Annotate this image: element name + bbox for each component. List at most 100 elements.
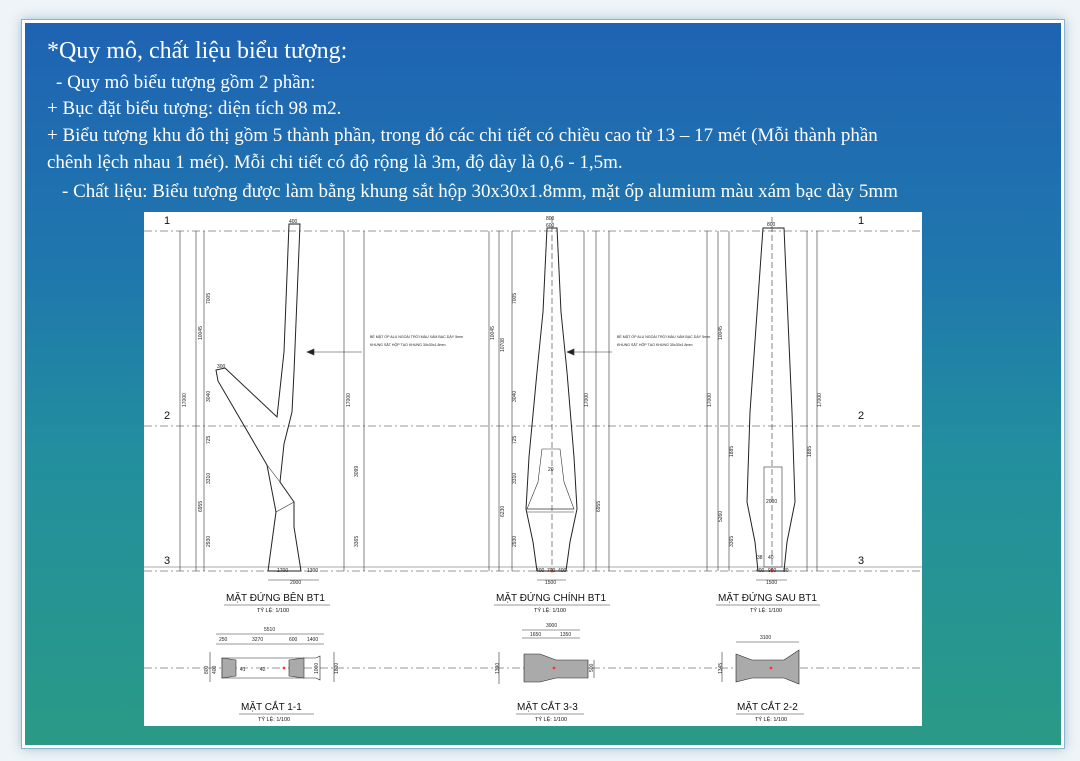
dim-side-h1: 10045 bbox=[198, 326, 204, 340]
dim-front-h1: 10045 bbox=[490, 326, 496, 340]
dim-back-b1: 400 bbox=[756, 568, 765, 574]
dim-back-total-right: 17000 bbox=[817, 393, 823, 407]
dim-sec1-e: 42 bbox=[260, 667, 266, 673]
dim-side-h4: 725 bbox=[206, 435, 212, 444]
back-view-elevation bbox=[706, 217, 818, 581]
dim-front-top1: 800 bbox=[546, 216, 555, 222]
view-scale-side: TỶ LỆ: 1/100 bbox=[257, 606, 289, 614]
dim-side-top: 400 bbox=[289, 219, 298, 225]
dim-front-b1: 400 bbox=[536, 568, 545, 574]
side-view-elevation bbox=[179, 223, 365, 581]
dim-front-b2: 700 bbox=[547, 568, 556, 574]
dim-back-h5: 3365 bbox=[729, 536, 735, 547]
dim-sec1-a: 250 bbox=[219, 637, 228, 643]
dim-back-h2: 1885 bbox=[729, 446, 735, 457]
dim-back-top: 800 bbox=[767, 222, 776, 228]
section-scale-3-3: TỶ LỆ: 1/100 bbox=[535, 715, 567, 723]
dim-sec3-b: 1350 bbox=[560, 632, 571, 638]
section-3-3 bbox=[498, 629, 595, 684]
dim-back-h3: 1885 bbox=[807, 446, 813, 457]
dim-sec1-f: 41 bbox=[240, 667, 246, 673]
text-line-5: - Chất liệu: Biểu tượng được làm bằng kh… bbox=[62, 181, 898, 202]
section-scale-1-1: TỶ LỆ: 1/100 bbox=[258, 715, 290, 723]
dim-front-h5: 725 bbox=[512, 435, 518, 444]
dim-sec1-g: 1000 bbox=[314, 663, 320, 674]
dim-front-bw: 1500 bbox=[545, 580, 556, 586]
dim-side-h2: 7005 bbox=[206, 293, 212, 304]
view-title-front: MẶT ĐỨNG CHÍNH BT1 bbox=[496, 591, 606, 604]
dim-back-b2: 900 bbox=[768, 568, 777, 574]
view-title-back: MẶT ĐỨNG SAU BT1 bbox=[718, 591, 817, 604]
level-label-right-1: 1 bbox=[858, 215, 864, 227]
dim-side-b1: 1700 bbox=[277, 568, 288, 574]
level-label-left-2: 2 bbox=[164, 410, 170, 422]
level-label-right-3: 3 bbox=[858, 555, 864, 567]
dim-front-h9: 2930 bbox=[512, 536, 518, 547]
note-alu-1: BỀ MẶT ỐP ALU NGOÀI TRỜI MÀU XÁM BẠC DÀY… bbox=[370, 334, 463, 339]
dim-back-total: 17000 bbox=[707, 393, 713, 407]
dim-back-bw: 1500 bbox=[766, 580, 777, 586]
dim-back-h4: 5260 bbox=[718, 511, 724, 522]
dim-front-b3: 400 bbox=[558, 568, 567, 574]
note-alu-2: BỀ MẶT ỐP ALU NGOÀI TRỜI MÀU XÁM BẠC DÀY… bbox=[617, 334, 710, 339]
dim-sec3-w: 3000 bbox=[546, 623, 557, 629]
dim-side-h6: 6955 bbox=[198, 501, 204, 512]
dim-sec3-a: 1650 bbox=[530, 632, 541, 638]
view-scale-back: TỶ LỆ: 1/100 bbox=[750, 606, 782, 614]
section-title-1-1: MẶT CẮT 1-1 bbox=[241, 700, 302, 713]
dim-sec1-j: 400 bbox=[212, 665, 218, 674]
section-1-1 bbox=[209, 633, 335, 682]
drawing-svg: 1 2 3 1 2 3 BỀ MẶT ỐP ALU NGOÀI TRỜI MÀU… bbox=[144, 215, 922, 723]
dim-sec1-c: 600 bbox=[289, 637, 298, 643]
dim-side-h9: 3365 bbox=[354, 536, 360, 547]
slide-title: *Quy mô, chất liệu biểu tượng: bbox=[47, 38, 348, 64]
dim-side-total: 17000 bbox=[182, 393, 188, 407]
dim-side-h5: 3310 bbox=[206, 473, 212, 484]
dim-side-b2: 1300 bbox=[307, 568, 318, 574]
dim-front-h3: 7005 bbox=[512, 293, 518, 304]
dim-sec3-d: 500 bbox=[589, 663, 595, 672]
dim-sec2-w: 3100 bbox=[760, 635, 771, 641]
dim-side-mid: 300 bbox=[217, 364, 226, 370]
view-scale-front: TỶ LỆ: 1/100 bbox=[534, 606, 566, 614]
dim-back-h1: 10045 bbox=[718, 326, 724, 340]
dim-front-h7: 6230 bbox=[500, 506, 506, 517]
level-label-left-3: 3 bbox=[164, 555, 170, 567]
dim-front-total: 17000 bbox=[584, 393, 590, 407]
dim-front-top2: 600 bbox=[546, 223, 555, 229]
section-title-3-3: MẶT CẮT 3-3 bbox=[517, 700, 578, 713]
dim-front-h4: 3040 bbox=[512, 391, 518, 402]
dim-back-b3: 30 bbox=[783, 568, 789, 574]
level-label-right-2: 2 bbox=[858, 410, 864, 422]
section-title-2-2: MẶT CẮT 2-2 bbox=[737, 700, 798, 713]
dim-sec1-w: 5510 bbox=[264, 627, 275, 633]
dim-side-bw: 2000 bbox=[290, 580, 301, 586]
note-frame-2: KHUNG SẮT HỘP TẠO KHUNG 30x30x1.8mm bbox=[617, 342, 693, 347]
dim-back-m1: 38 bbox=[757, 555, 763, 561]
dim-sec1-i: 800 bbox=[204, 665, 210, 674]
level-label-left-1: 1 bbox=[164, 215, 170, 227]
dim-back-m2: 40 bbox=[768, 555, 774, 561]
text-line-2: + Bục đặt biểu tượng: diện tích 98 m2. bbox=[47, 98, 342, 119]
dim-front-h8: 6955 bbox=[596, 501, 602, 512]
dim-side-h7: 2930 bbox=[206, 536, 212, 547]
dim-front-h2: 10708 bbox=[500, 338, 506, 352]
section-scale-2-2: TỶ LỆ: 1/100 bbox=[755, 715, 787, 723]
text-line-1: - Quy mô biểu tượng gồm 2 phần: bbox=[56, 72, 316, 93]
text-line-4: chênh lệch nhau 1 mét). Mỗi chi tiết có … bbox=[47, 152, 623, 173]
dim-sec1-b: 3270 bbox=[252, 637, 263, 643]
text-line-3: + Biểu tượng khu đô thị gồm 5 thành phần… bbox=[47, 125, 878, 146]
dim-front-h6: 3310 bbox=[512, 473, 518, 484]
note-frame-1: KHUNG SẮT HỘP TẠO KHUNG 30x30x1.8mm bbox=[370, 342, 446, 347]
front-view-elevation bbox=[488, 217, 610, 581]
dim-sec1-h: 1800 bbox=[334, 663, 340, 674]
dim-sec1-d: 1400 bbox=[307, 637, 318, 643]
view-title-side: MẶT ĐỨNG BÊN BT1 bbox=[226, 591, 325, 604]
dim-sec3-c: 1390 bbox=[495, 663, 501, 674]
dim-sec2-a: 1345 bbox=[718, 663, 724, 674]
dim-side-h3: 3040 bbox=[206, 391, 212, 402]
section-2-2 bbox=[721, 641, 800, 685]
dim-back-mid: 2000 bbox=[766, 499, 777, 505]
dim-side-h8: 3099 bbox=[354, 466, 360, 477]
dim-side-total-right: 17000 bbox=[346, 393, 352, 407]
